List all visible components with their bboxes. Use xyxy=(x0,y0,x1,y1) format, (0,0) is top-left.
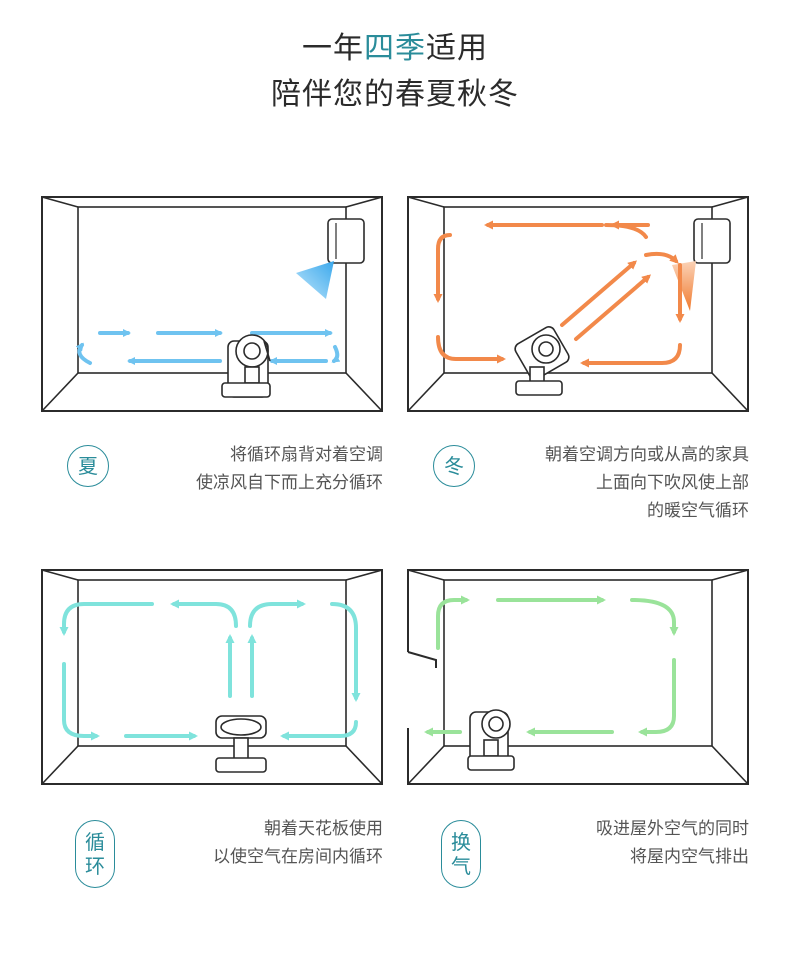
circulate-description: 朝着天花板使用 以使空气在房间内循环 xyxy=(213,815,383,871)
exchange-desc-line-1: 吸进屋外空气的同时 xyxy=(596,819,749,839)
winter-panel xyxy=(406,195,750,413)
circulate-badge-char-2: 环 xyxy=(85,854,105,878)
page-title-line-1: 一年四季适用 xyxy=(0,34,790,64)
circulate-desc-line-2: 以使空气在房间内循环 xyxy=(213,847,383,867)
summer-desc-line-1: 将循环扇背对着空调 xyxy=(230,445,383,465)
airflow-arrow-icon xyxy=(59,599,361,741)
air-conditioner-icon xyxy=(296,218,365,299)
winter-desc-line-1: 朝着空调方向或从高的家具 xyxy=(545,445,749,465)
fan-icon xyxy=(467,709,515,771)
circulate-badge-char-1: 循 xyxy=(85,830,105,854)
fan-icon xyxy=(221,334,271,398)
room-icon xyxy=(407,569,749,785)
winter-desc-line-2: 上面向下吹风使上部 xyxy=(596,473,749,493)
airflow-arrow-icon xyxy=(433,220,685,368)
summer-badge: 夏 xyxy=(67,445,109,487)
page-title-line-2: 陪伴您的春夏秋冬 xyxy=(271,77,519,112)
exchange-desc-line-2: 将屋内空气排出 xyxy=(630,847,749,867)
winter-description: 朝着空调方向或从高的家具 上面向下吹风使上部 的暖空气循环 xyxy=(545,441,749,525)
fan-icon xyxy=(215,715,267,773)
exchange-description: 吸进屋外空气的同时 将屋内空气排出 xyxy=(596,815,749,871)
exchange-panel xyxy=(406,568,750,786)
open-window-icon xyxy=(407,651,437,668)
room-icon xyxy=(41,569,383,785)
summer-panel xyxy=(40,195,384,413)
exchange-badge-char-2: 气 xyxy=(451,854,471,878)
circulate-badge: 循 环 xyxy=(75,820,115,888)
title-post: 适用 xyxy=(426,31,488,66)
airflow-arrow-icon xyxy=(75,329,341,365)
title-pre: 一年 xyxy=(302,31,364,66)
circulate-room-illustration xyxy=(41,569,383,785)
fan-icon xyxy=(514,326,570,396)
circulate-desc-line-1: 朝着天花板使用 xyxy=(264,819,383,839)
summer-description: 将循环扇背对着空调 使凉风自下而上充分循环 xyxy=(196,441,383,497)
summer-desc-line-2: 使凉风自下而上充分循环 xyxy=(196,473,383,493)
exchange-room-illustration xyxy=(407,569,749,785)
room-icon xyxy=(41,196,383,412)
exchange-badge: 换 气 xyxy=(441,820,481,888)
circulate-panel xyxy=(40,568,384,786)
exchange-badge-char-1: 换 xyxy=(451,830,471,854)
winter-room-illustration xyxy=(407,196,749,412)
title-accent: 四季 xyxy=(364,31,426,66)
winter-desc-line-3: 的暖空气循环 xyxy=(647,501,749,521)
winter-badge: 冬 xyxy=(433,445,475,487)
room-icon xyxy=(407,196,749,412)
airflow-arrow-icon xyxy=(424,595,679,737)
summer-room-illustration xyxy=(41,196,383,412)
